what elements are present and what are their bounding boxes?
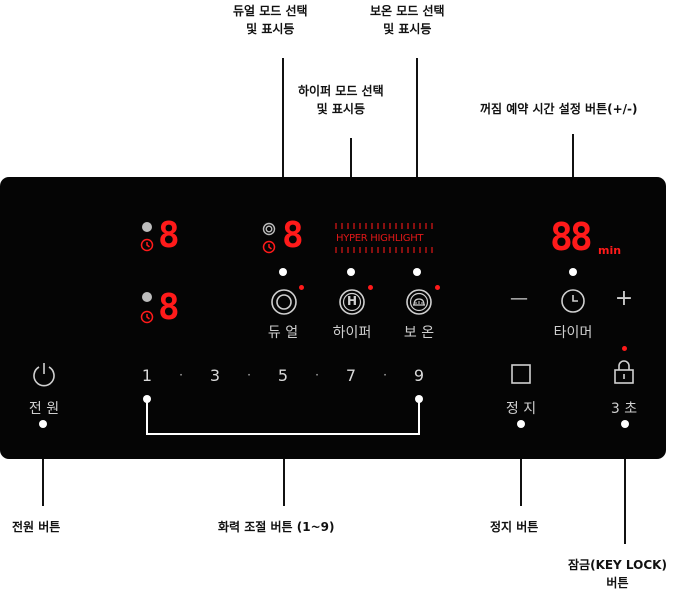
stop-label: 정 지 xyxy=(505,401,537,417)
heat-level-sep: · xyxy=(179,368,183,382)
dual-ring-icon xyxy=(262,222,276,236)
lock-button[interactable] xyxy=(612,358,636,386)
dual-leader xyxy=(282,58,284,272)
timer-plus-button[interactable]: + xyxy=(614,286,634,311)
zone1-indicator xyxy=(142,222,152,232)
power-leader xyxy=(42,424,44,506)
zone1-clock-icon xyxy=(140,238,154,252)
stop-leader xyxy=(520,424,522,506)
lock-label: 3 초 xyxy=(610,401,638,417)
keepwarm-label: 보 온 xyxy=(403,325,435,341)
timer-minus-button[interactable]: — xyxy=(510,288,528,309)
timer-callout: 꺼짐 예약 시간 설정 버튼(+/-) xyxy=(480,102,638,116)
zone2-clock-icon xyxy=(140,310,154,324)
dual-leader-dot xyxy=(279,268,287,276)
hyper-power-bars xyxy=(335,223,433,253)
stop-leader-dot xyxy=(517,420,525,428)
zone2-level-display: 8 xyxy=(158,287,180,328)
power-label: 전 원 xyxy=(28,401,60,417)
mid-level-display: 8 xyxy=(282,215,304,256)
hifi-label: 하이퍼 xyxy=(332,325,372,341)
heat-level-7[interactable]: 7 xyxy=(345,366,357,385)
timer-label: 타이머 xyxy=(553,325,593,341)
timer-leader-dot xyxy=(569,268,577,276)
heat-bracket xyxy=(143,395,423,435)
heat-level-3[interactable]: 3 xyxy=(209,366,221,385)
timer-unit: min xyxy=(598,244,622,257)
zone2-indicator xyxy=(142,292,152,302)
dual-indicator-led xyxy=(299,285,304,290)
power-button[interactable] xyxy=(30,360,58,388)
keepwarm-leader-dot xyxy=(413,268,421,276)
stop-callout: 정지 버튼 xyxy=(490,520,539,534)
heat-leader-stem xyxy=(283,434,285,506)
lock-leader xyxy=(624,424,626,544)
heat-callout: 화력 조절 버튼 (1~9) xyxy=(218,520,335,534)
lock-callout: 잠금(KEY LOCK)버튼 xyxy=(568,558,667,590)
mid-clock-icon xyxy=(262,240,276,254)
heat-level-9[interactable]: 9 xyxy=(413,366,425,385)
keepwarm-indicator-led xyxy=(435,285,440,290)
power-leader-dot xyxy=(39,420,47,428)
keepwarm-leader xyxy=(416,58,418,272)
heat-level-5[interactable]: 5 xyxy=(277,366,289,385)
heat-level-sep: · xyxy=(315,368,319,382)
hifi-leader-dot xyxy=(347,268,355,276)
hifi-indicator-led xyxy=(368,285,373,290)
dual-label: 듀 얼 xyxy=(267,325,299,341)
lock-leader-dot xyxy=(621,420,629,428)
dual-mode-button[interactable] xyxy=(270,288,298,316)
heat-level-1[interactable]: 1 xyxy=(141,366,153,385)
power-callout: 전원 버튼 xyxy=(12,520,61,534)
zone1-level-display: 8 xyxy=(158,215,180,256)
timer-display: 88 xyxy=(550,215,593,259)
hifi-mode-button[interactable]: H xyxy=(338,288,366,316)
lock-indicator-led xyxy=(622,346,627,351)
control-panel xyxy=(0,177,666,459)
keepwarm-mode-button[interactable] xyxy=(405,288,433,316)
timer-button[interactable] xyxy=(560,288,586,314)
hifi-ring-icon xyxy=(339,289,365,315)
stop-button[interactable] xyxy=(510,363,532,385)
heat-level-sep: · xyxy=(247,368,251,382)
hifi-letter: H xyxy=(346,294,358,308)
heat-level-sep: · xyxy=(383,368,387,382)
hyper-highlight-text: HYPER HIGHLIGHT xyxy=(336,233,424,244)
